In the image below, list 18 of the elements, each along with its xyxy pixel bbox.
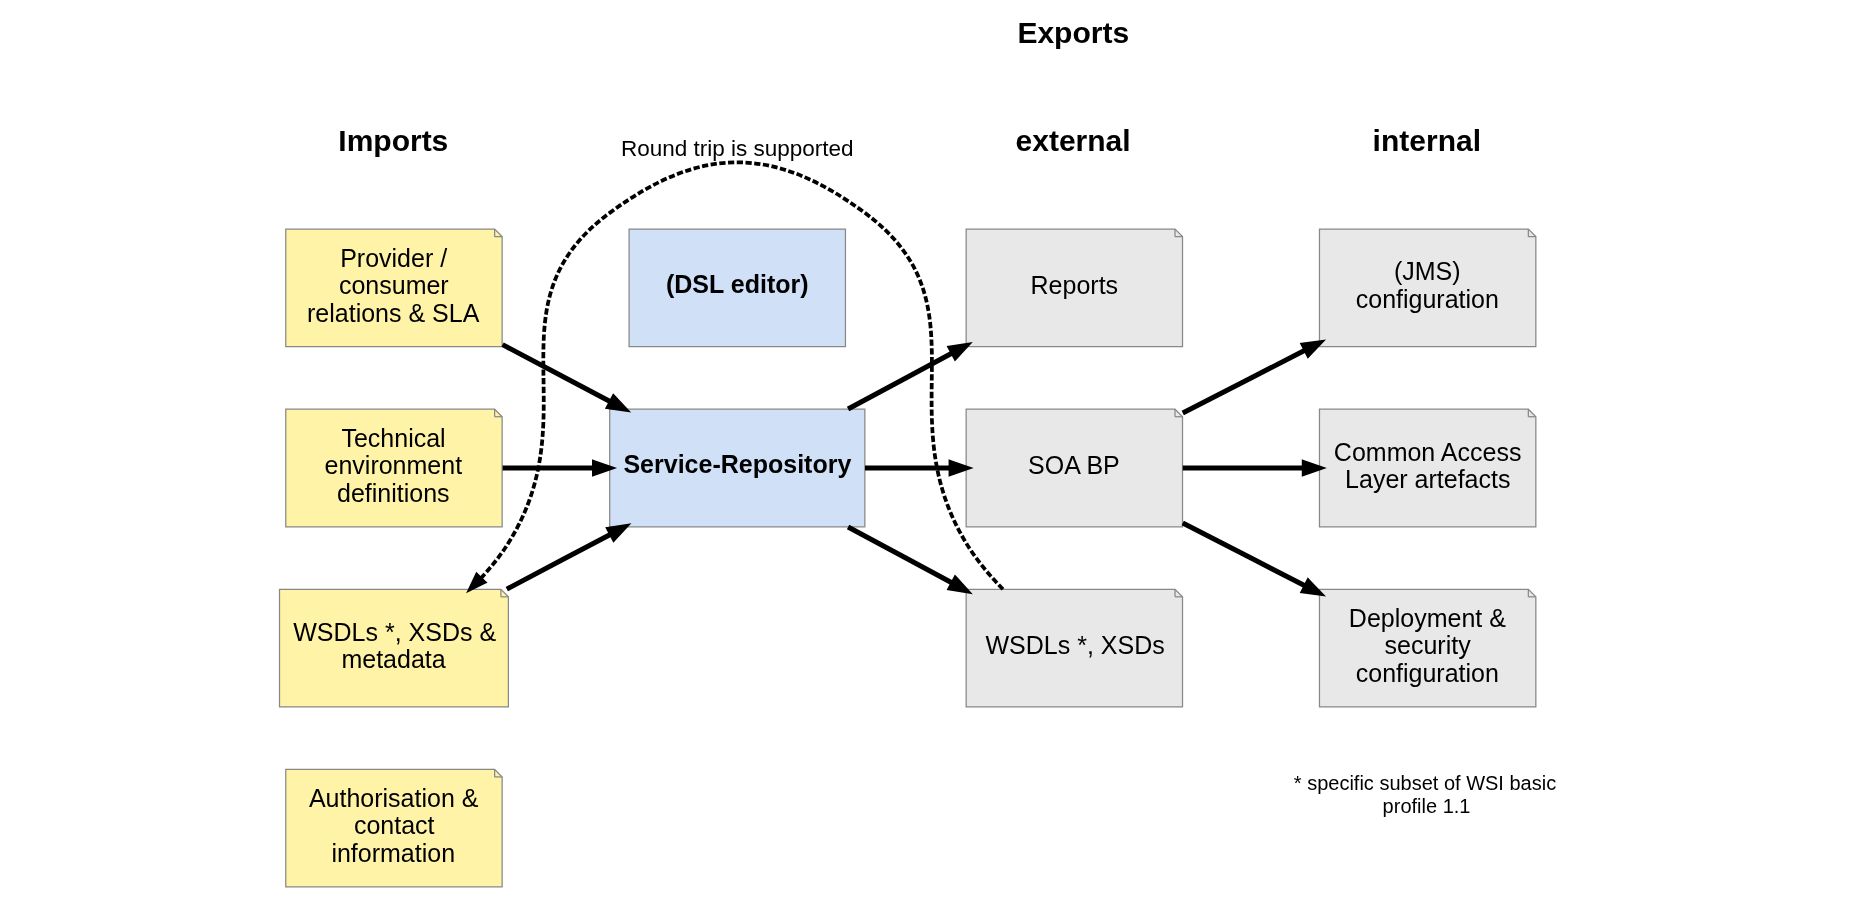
arrow <box>846 524 973 594</box>
node-box: Service-Repository <box>609 408 866 527</box>
arrow <box>502 458 618 477</box>
arrow <box>466 160 1005 593</box>
label: * specific subset of WSI basic profile 1.1 <box>1293 771 1557 817</box>
edge-label: Round trip is supported <box>620 135 854 161</box>
arrow <box>1181 520 1327 597</box>
label: Exports <box>1017 15 1130 49</box>
label: Imports <box>338 123 449 157</box>
arrow <box>505 522 632 591</box>
arrow <box>1182 458 1327 477</box>
arrow <box>1181 338 1327 415</box>
node-box: (DSL editor) <box>628 228 847 347</box>
label: external <box>1015 123 1131 157</box>
arrow <box>865 458 974 477</box>
arrow <box>846 341 973 411</box>
arrow <box>501 341 632 413</box>
label: internal <box>1372 123 1481 157</box>
